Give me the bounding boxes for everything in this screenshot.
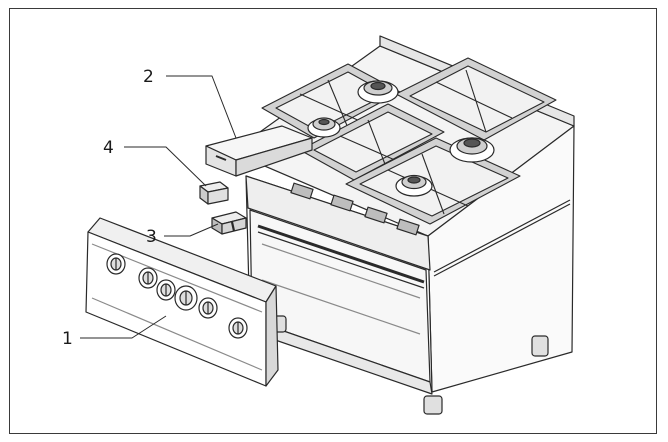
burners [307, 80, 495, 197]
part-3-switch [211, 211, 247, 235]
control-knobs [106, 253, 248, 339]
leader-3 [164, 223, 219, 237]
callout-3: 3 [146, 227, 157, 247]
control-sockets [290, 182, 420, 236]
door-handle [257, 224, 425, 284]
leader-2 [166, 75, 237, 139]
callout-4: 4 [103, 138, 114, 158]
leader-1 [80, 315, 167, 339]
callout-2: 2 [143, 67, 154, 87]
leader-4 [124, 146, 207, 187]
callout-1: 1 [62, 329, 73, 349]
leader-lines [80, 75, 237, 339]
part-2-cover [205, 125, 313, 177]
part-1-control-panel [85, 217, 279, 387]
part-4-connector [199, 181, 229, 205]
